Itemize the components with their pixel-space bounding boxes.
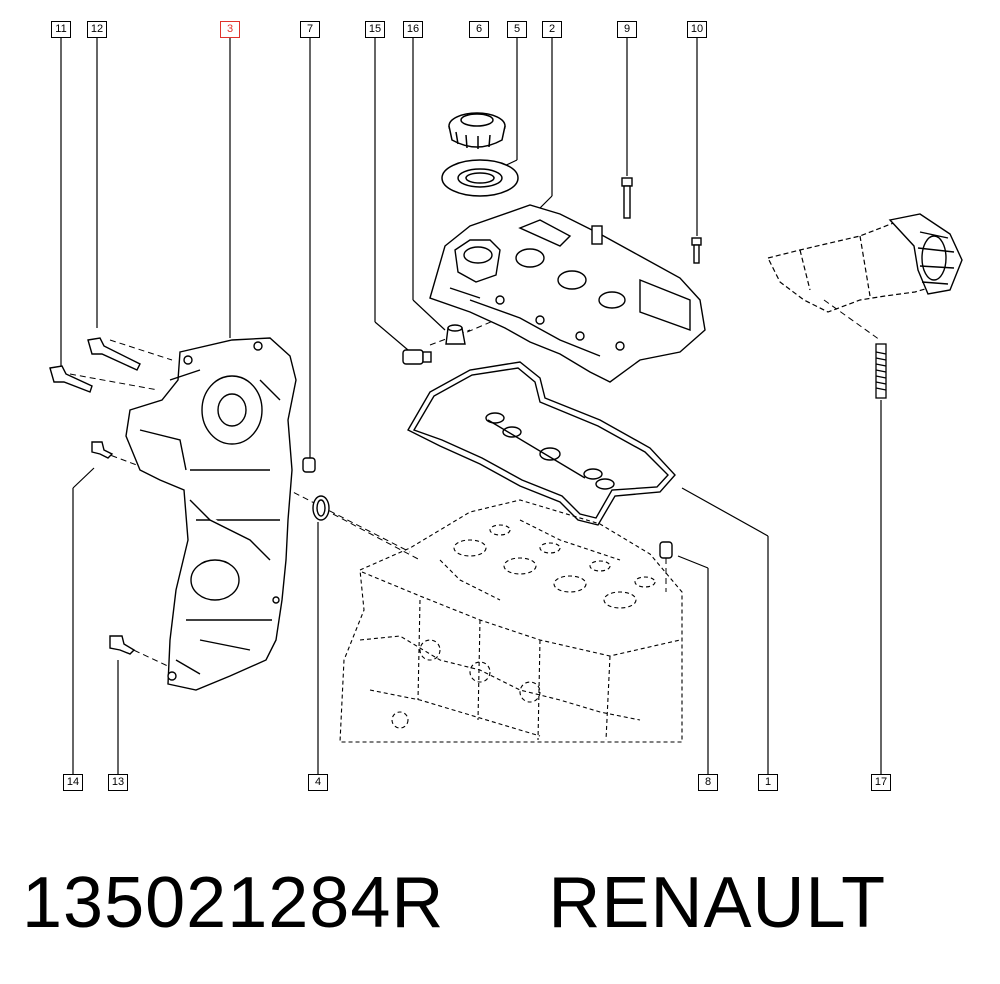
oil-filler-cap (448, 112, 506, 149)
filler-cap-seal (441, 159, 519, 197)
callout-2: 2 (542, 21, 562, 38)
callout-3-selected[interactable]: 3 (220, 21, 240, 38)
callout-8: 8 (698, 774, 718, 791)
caption: 135021284R RENAULT (22, 858, 886, 948)
brand-name: RENAULT (548, 863, 887, 943)
dowel-and-oring (302, 457, 330, 521)
callout-11: 11 (51, 21, 71, 38)
sensor-plug (402, 324, 466, 365)
callout-9: 9 (617, 21, 637, 38)
rocker-cover-gasket (407, 361, 676, 526)
callout-6: 6 (469, 21, 489, 38)
callout-5: 5 (507, 21, 527, 38)
callout-16: 16 (403, 21, 423, 38)
bolts-9-10 (621, 177, 702, 264)
intake-pipe (767, 221, 941, 313)
callout-17: 17 (871, 774, 891, 791)
dowel-8 (659, 541, 673, 559)
callout-13: 13 (108, 774, 128, 791)
callout-10: 10 (687, 21, 707, 38)
callout-14: 14 (63, 774, 83, 791)
engine-block-context (339, 499, 683, 743)
timing-cover (125, 337, 297, 691)
callout-7: 7 (300, 21, 320, 38)
callout-1: 1 (758, 774, 778, 791)
callout-15: 15 (365, 21, 385, 38)
part-number: 135021284R (22, 863, 445, 943)
rocker-cover (429, 204, 706, 383)
callout-12: 12 (87, 21, 107, 38)
stud-17 (875, 343, 887, 399)
cover-bolts (49, 337, 141, 655)
callout-4: 4 (308, 774, 328, 791)
hose-clamp (888, 213, 963, 295)
